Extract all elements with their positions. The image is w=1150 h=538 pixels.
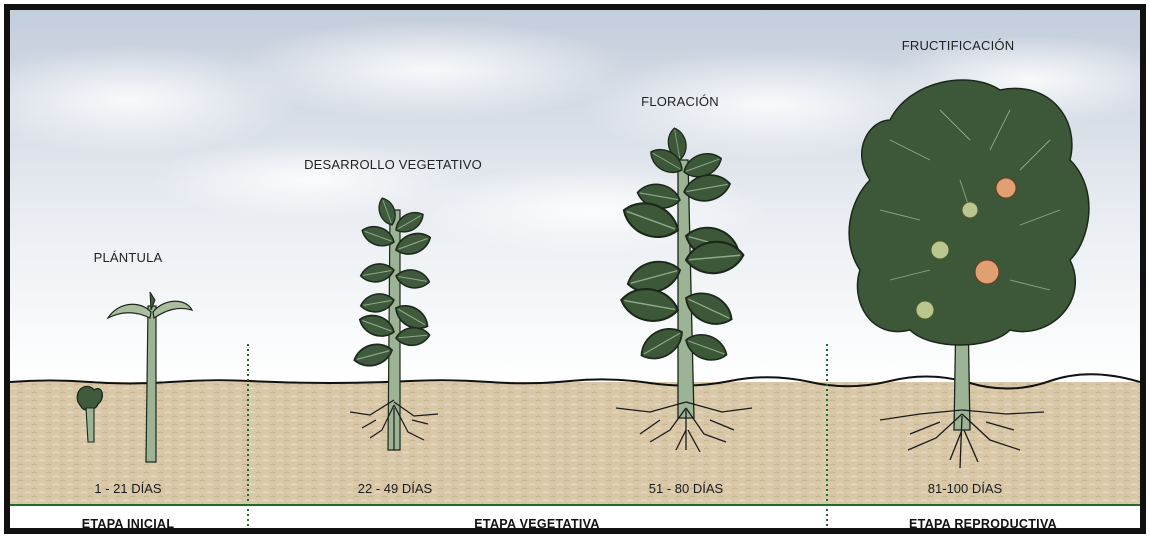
stage-name-4: FRUCTIFICACIÓN (902, 38, 1015, 53)
tomato-fruit (962, 202, 978, 218)
stage-name-1: PLÁNTULA (94, 250, 163, 265)
phase-initial: ETAPA INICIAL (82, 517, 175, 531)
scene-illustration (10, 10, 1140, 528)
phase-vegetative: ETAPA VEGETATIVA (474, 517, 599, 531)
tomato-fruit (931, 241, 949, 259)
stage-days-3: 51 - 80 DÍAS (649, 481, 723, 496)
stage-days-4: 81-100 DÍAS (928, 481, 1002, 496)
phase-reproductive: ETAPA REPRODUCTIVA (909, 517, 1057, 531)
growth-stages-diagram: PLÁNTULA DESARROLLO VEGETATIVO FLORACIÓN… (4, 4, 1146, 534)
tomato-fruit (916, 301, 934, 319)
stage-name-3: FLORACIÓN (641, 94, 719, 109)
stage-days-2: 22 - 49 DÍAS (358, 481, 432, 496)
tomato-fruit (996, 178, 1016, 198)
stage-name-2: DESARROLLO VEGETATIVO (304, 157, 482, 172)
tomato-fruit (975, 260, 999, 284)
stage-days-1: 1 - 21 DÍAS (94, 481, 161, 496)
